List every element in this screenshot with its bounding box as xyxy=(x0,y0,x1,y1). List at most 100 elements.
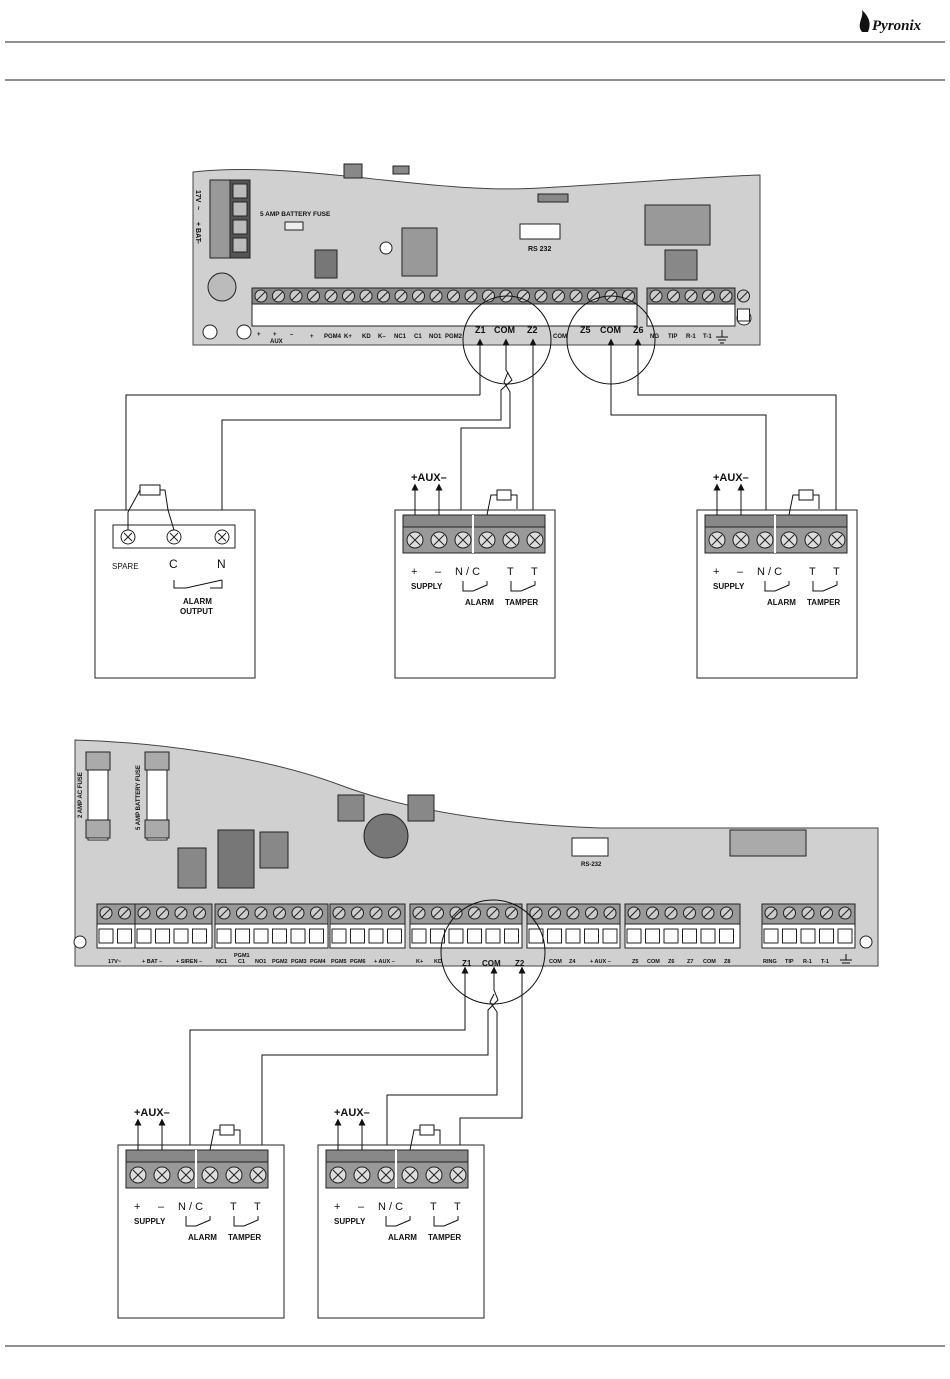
svg-text:T-1: T-1 xyxy=(821,959,829,965)
svg-text:OUTPUT: OUTPUT xyxy=(180,607,213,616)
svg-text:2 AMP AC FUSE: 2 AMP AC FUSE xyxy=(78,772,84,818)
svg-text:COM: COM xyxy=(482,959,501,968)
transformer-block xyxy=(401,227,438,277)
panel-2-terminal-labels: 17V~ + BAT – + SIREN – PGM1 NC1 C1 NO1 P… xyxy=(108,953,829,968)
plus-label: + xyxy=(334,1201,340,1213)
battery-fuse xyxy=(284,221,304,231)
svg-text:+ AUX –: + AUX – xyxy=(374,959,395,965)
control-panel-2: 2 AMP AC FUSE 5 AMP BATTERY FUSE RS-232 … xyxy=(73,739,879,1005)
relay xyxy=(314,249,338,279)
zone-highlight-z1-z2 xyxy=(440,899,546,1005)
svg-text:+ BAT –: + BAT – xyxy=(142,959,162,965)
power-terminal-block xyxy=(209,179,251,259)
svg-text:Z6: Z6 xyxy=(633,325,644,335)
minus-label: – xyxy=(737,566,744,578)
svg-text:Z6: Z6 xyxy=(668,959,674,965)
svg-text:PGM6: PGM6 xyxy=(350,959,366,965)
svg-text:Z8: Z8 xyxy=(724,959,730,965)
flame-icon xyxy=(859,10,870,32)
page-header: Pyronix xyxy=(5,10,945,81)
svg-text:COM: COM xyxy=(549,959,562,965)
svg-text:ALARM: ALARM xyxy=(183,597,212,606)
svg-text:RS-232: RS-232 xyxy=(581,862,602,868)
nc-label: N / C xyxy=(757,566,782,578)
tamper-t1-label: T xyxy=(507,566,514,578)
svg-text:NC1: NC1 xyxy=(394,334,407,340)
svg-text:PGM3: PGM3 xyxy=(291,959,307,965)
svg-text:TIP: TIP xyxy=(785,959,794,965)
panel-2-terminal-strip xyxy=(96,903,856,949)
svg-text:R-1: R-1 xyxy=(686,334,696,340)
alarm-label: ALARM xyxy=(767,598,796,607)
battery-fuse-label: 5 AMP BATTERY FUSE xyxy=(260,211,331,218)
tamper-t2-label: T xyxy=(531,566,538,578)
svg-text:Z4: Z4 xyxy=(569,959,576,965)
tamper-t1-label: T xyxy=(809,566,816,578)
svg-text:TIP: TIP xyxy=(668,334,677,340)
supply-label: SUPPLY xyxy=(334,1217,366,1226)
svg-text:Z5: Z5 xyxy=(580,325,591,335)
svg-text:Z1: Z1 xyxy=(462,959,472,968)
buzzer xyxy=(207,272,237,302)
tamper-label: TAMPER xyxy=(228,1233,261,1242)
tamper-label: TAMPER xyxy=(807,598,840,607)
svg-text:+: + xyxy=(310,334,314,340)
supply-label: SUPPLY xyxy=(411,582,443,591)
ac-fuse xyxy=(85,751,111,841)
buzzer xyxy=(363,813,409,859)
control-panel-1: 17V ~ + BAT – 5 AMP BATTERY FUSE RS 232 xyxy=(192,163,761,385)
rs232-label: RS 232 xyxy=(528,246,551,253)
rs232-connector xyxy=(519,223,561,240)
svg-text:RING: RING xyxy=(763,959,777,965)
tamper-t2-label: T xyxy=(833,566,840,578)
svg-text:PGM4: PGM4 xyxy=(324,334,342,340)
svg-text:PGM5: PGM5 xyxy=(331,959,347,965)
svg-text:KD: KD xyxy=(434,959,442,965)
tamper-label: TAMPER xyxy=(505,598,538,607)
svg-text:K+: K+ xyxy=(416,959,423,965)
svg-text:PGM2: PGM2 xyxy=(272,959,288,965)
svg-text:C1: C1 xyxy=(414,334,422,340)
svg-text:C1: C1 xyxy=(238,959,245,965)
svg-text:PGM2: PGM2 xyxy=(445,334,463,340)
svg-text:+: + xyxy=(257,332,261,338)
plus-label: + xyxy=(713,566,719,578)
panel-1-terminal-strip xyxy=(251,287,750,327)
svg-text:Z5: Z5 xyxy=(632,959,638,965)
svg-text:Pyronix: Pyronix xyxy=(872,18,922,34)
tamper-t2-label: T xyxy=(254,1201,261,1213)
tamper-t1-label: T xyxy=(430,1201,437,1213)
ground-icon xyxy=(840,954,852,964)
svg-text:+ AUX –: + AUX – xyxy=(590,959,611,965)
svg-text:PGM1: PGM1 xyxy=(234,953,250,959)
aux-label: +AUX– xyxy=(713,472,749,484)
svg-text:Z2: Z2 xyxy=(527,325,538,335)
resistor xyxy=(139,484,161,496)
supply-label: SUPPLY xyxy=(713,582,745,591)
aux-label: +AUX– xyxy=(334,1107,370,1119)
end-of-line-resistor xyxy=(798,489,814,501)
panel-2-wiring xyxy=(189,966,526,1150)
end-of-line-resistor xyxy=(219,1124,235,1136)
svg-text:COM: COM xyxy=(600,325,621,335)
minus-label: – xyxy=(358,1201,365,1213)
svg-text:17V: 17V xyxy=(194,190,201,203)
panel-1-wiring xyxy=(125,338,837,525)
alarm-label: ALARM xyxy=(388,1233,417,1242)
plus-label: + xyxy=(134,1201,140,1213)
end-of-line-resistor xyxy=(419,1124,435,1136)
svg-text:C: C xyxy=(169,557,178,571)
svg-text:–: – xyxy=(290,332,294,338)
alarm-label: ALARM xyxy=(188,1233,217,1242)
svg-text:K–: K– xyxy=(378,334,386,340)
svg-text:+ SIREN –: + SIREN – xyxy=(176,959,202,965)
svg-text:Z2: Z2 xyxy=(515,959,525,968)
nc-label: N / C xyxy=(178,1201,203,1213)
svg-text:Z1: Z1 xyxy=(475,325,486,335)
rs232-connector xyxy=(571,837,609,857)
svg-text:COM: COM xyxy=(553,334,567,340)
